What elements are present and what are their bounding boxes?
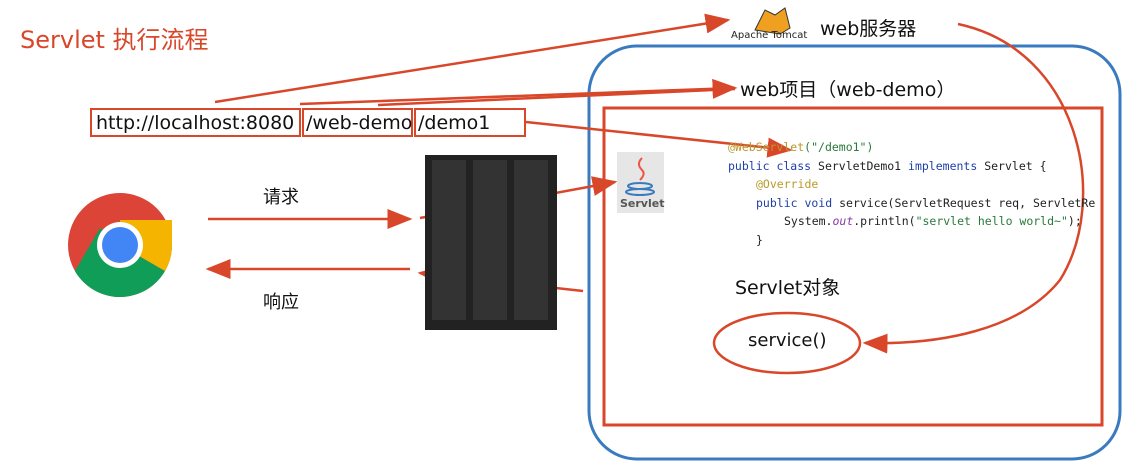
web-project-label: web项目（web-demo） bbox=[740, 79, 956, 101]
servlet-object-label: Servlet对象 bbox=[735, 277, 841, 299]
service-method-label: service() bbox=[748, 330, 827, 351]
servlet-icon-label: Servlet bbox=[620, 197, 665, 210]
server-rack-icon bbox=[425, 155, 557, 330]
web-project-container bbox=[602, 106, 1104, 427]
url-resource-box: /demo1 bbox=[414, 108, 526, 137]
arrow-path-to-project bbox=[299, 78, 738, 106]
arrow-tomcat-to-service bbox=[862, 22, 1085, 354]
request-label: 请求 bbox=[263, 187, 299, 208]
web-server-label: web服务器 bbox=[820, 18, 917, 40]
tomcat-cat-icon bbox=[754, 7, 791, 35]
java-servlet-icon bbox=[617, 152, 664, 213]
url-host-box: http://localhost:8080 bbox=[90, 108, 301, 137]
arrow-url-to-tomcat bbox=[214, 13, 731, 104]
code-snippet: @WebServlet("/demo1")public class Servle… bbox=[728, 140, 1096, 247]
service-method-ellipse bbox=[712, 311, 862, 375]
page-title: Servlet 执行流程 bbox=[20, 26, 209, 54]
tomcat-logo-text: Apache Tomcat bbox=[731, 30, 808, 41]
arrow-path-to-annotation bbox=[525, 120, 793, 158]
web-server-container bbox=[587, 44, 1122, 461]
chrome-icon bbox=[68, 193, 172, 297]
response-label: 响应 bbox=[263, 292, 299, 313]
url-project-box: /web-demo bbox=[302, 108, 413, 137]
